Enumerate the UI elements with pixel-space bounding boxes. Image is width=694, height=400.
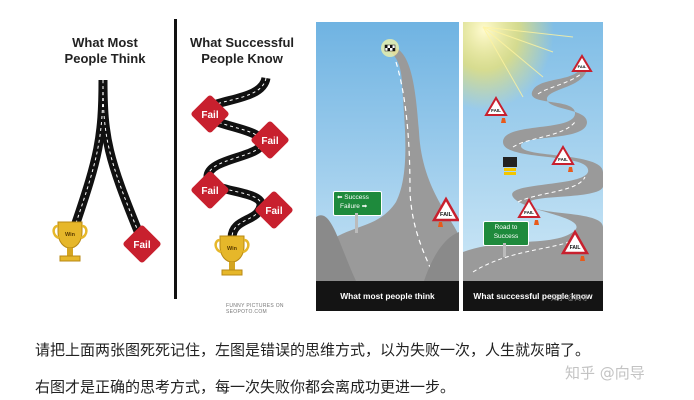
fail-warning-icon: FAIL xyxy=(484,96,508,123)
paragraph-line-1: 请把上面两张图死死记住，左图是错误的思维方式，以为失败一次，人生就灰暗了。 xyxy=(35,341,591,359)
road-panel-right: FAIL FAIL FAIL FAIL FAIL Road to Success… xyxy=(463,22,603,311)
road-to-success-sign: Road to Success xyxy=(483,221,529,246)
sun-rays-icon xyxy=(482,26,574,98)
fail-label: Fail xyxy=(133,240,150,251)
fail-label: FAIL xyxy=(524,210,534,215)
caption-text: What successful people know xyxy=(473,291,593,301)
fail-label: Fail xyxy=(261,136,278,147)
sign-post xyxy=(355,213,358,233)
win-label: Win xyxy=(227,246,238,252)
fail-label: Fail xyxy=(201,186,218,197)
title-line: People Think xyxy=(64,51,146,66)
zhihu-watermark: 知乎 @向导 xyxy=(565,364,645,382)
fail-warning-icon: FAIL xyxy=(560,229,590,261)
title-line: What Most xyxy=(72,35,138,50)
fail-sign-icon: Fail xyxy=(255,191,293,229)
fail-warning-icon: FAIL xyxy=(571,54,593,72)
caption-right: What successful people know xyxy=(463,281,603,311)
title-line: People Know xyxy=(201,51,283,66)
sign-post xyxy=(503,243,506,257)
road-panel-left: FAIL ⬅ Success Failure ➡ What most peopl… xyxy=(316,22,459,311)
credit-text: FUNNY PICTURES ON SEOPOTO.COM xyxy=(226,303,284,315)
fail-label: FAIL xyxy=(491,108,501,113)
barrier-icon xyxy=(503,157,517,175)
trophy-icon: Win xyxy=(214,235,250,276)
fail-label: Fail xyxy=(201,110,218,121)
caption-watermark: 知乎 @向导 xyxy=(551,294,589,302)
fail-sign-icon: Fail xyxy=(123,225,161,263)
success-label: Success xyxy=(493,233,519,240)
road-to-label: Road to xyxy=(494,224,518,231)
paragraph-line-2: 右图才是正确的思考方式，每一次失败你都会离成功更进一步。 xyxy=(35,378,456,396)
trophy-icon: Win xyxy=(52,221,88,262)
fail-warning-icon: FAIL xyxy=(551,145,575,172)
fail-label: FAIL xyxy=(440,212,453,218)
finish-flag-icon xyxy=(381,39,399,57)
sign-row-success: ⬅ Success xyxy=(334,193,381,202)
win-label: Win xyxy=(65,232,76,238)
sign-row-failure: Failure ➡ xyxy=(334,202,381,211)
road-illustration: FAIL xyxy=(316,22,459,311)
success-label: Success xyxy=(344,194,369,201)
fail-label: Fail xyxy=(265,206,282,217)
title-successful-people: What Successful People Know xyxy=(182,35,302,67)
failure-label: Failure xyxy=(340,203,360,210)
caption-left: What most people think xyxy=(316,281,459,311)
fail-label: FAIL xyxy=(558,157,568,162)
fail-warning-icon: FAIL xyxy=(431,196,459,227)
fail-sign-icon: Fail xyxy=(251,121,289,159)
title-most-people: What Most People Think xyxy=(50,35,160,67)
title-line: What Successful xyxy=(189,35,295,50)
fail-label: FAIL xyxy=(578,64,587,69)
winding-road-illustration: FAIL FAIL FAIL FAIL FAIL xyxy=(463,22,603,311)
success-failure-sign: ⬅ Success Failure ➡ xyxy=(333,191,382,216)
arrow-right-icon: ➡ xyxy=(361,203,368,210)
fail-label: FAIL xyxy=(570,245,581,251)
fail-warning-icon: FAIL xyxy=(517,198,541,225)
divider xyxy=(174,19,177,299)
arrow-left-icon: ⬅ xyxy=(337,194,343,201)
fail-sign-icon: Fail xyxy=(191,95,229,133)
fail-sign-icon: Fail xyxy=(191,171,229,209)
fork-road xyxy=(71,79,145,238)
